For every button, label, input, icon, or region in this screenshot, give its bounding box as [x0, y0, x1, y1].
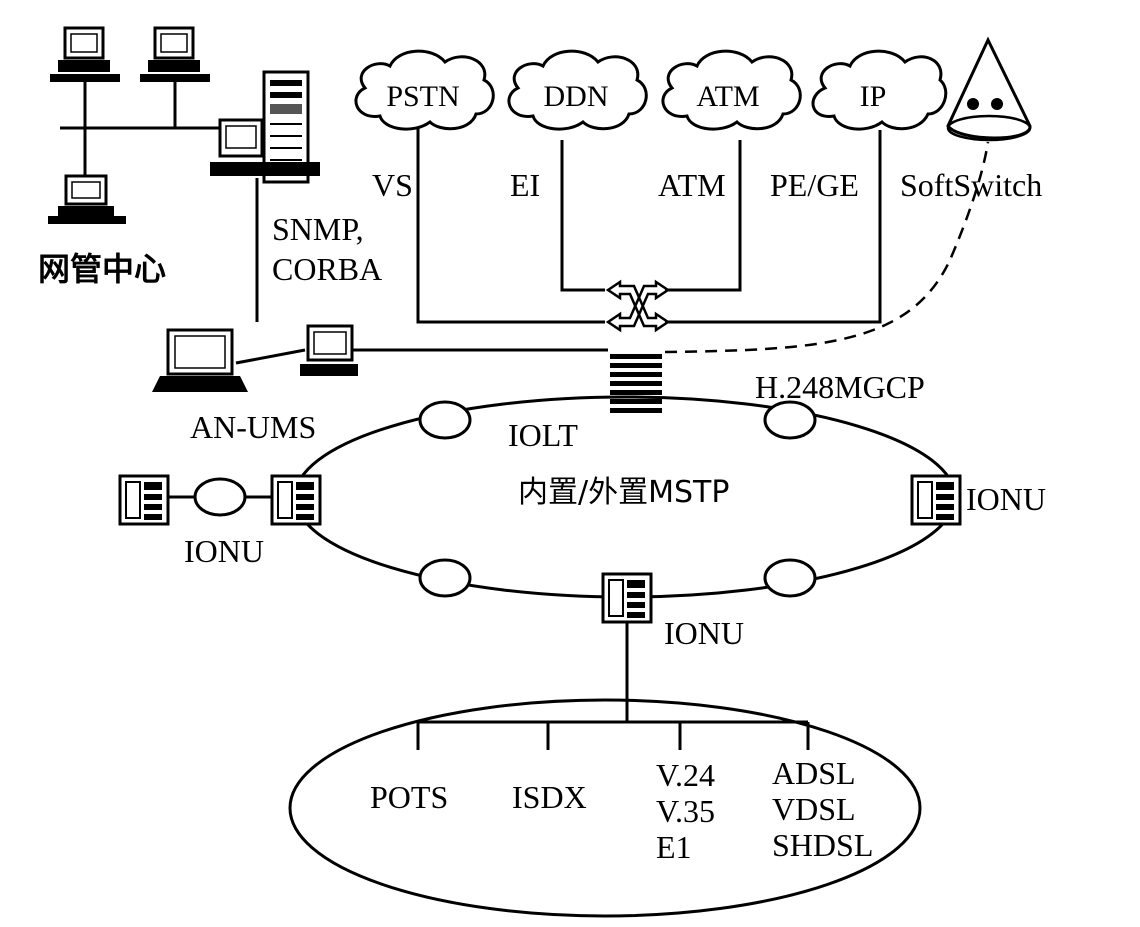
ring-node — [418, 558, 472, 598]
cloud-ip: IP — [811, 49, 948, 131]
service-shdsl-label: SHDSL — [772, 827, 873, 863]
cloud-pstn-label: PSTN — [386, 80, 459, 113]
interface-atm-label: ATM — [658, 167, 726, 203]
ring-node — [763, 400, 817, 440]
ionu-left-label: IONU — [184, 533, 264, 569]
service-v35-label: V.35 — [656, 793, 715, 829]
link-pstn — [416, 128, 605, 324]
service-area — [288, 698, 922, 918]
mstp-ring-label: 内置/外置MSTP — [518, 475, 729, 510]
iolt-label: IOLT — [508, 417, 578, 453]
ring-node — [763, 558, 817, 598]
ionu-bottom-label: IONU — [664, 615, 744, 651]
iolt-icon — [610, 354, 662, 413]
cloud-atm-label: ATM — [696, 80, 759, 113]
computer-icon — [140, 26, 210, 82]
cloud-ip-label: IP — [860, 80, 887, 113]
softswitch-icon — [946, 36, 1032, 142]
service-vdsl-label: VDSL — [772, 791, 856, 827]
protocol-corba-label: CORBA — [272, 251, 382, 287]
service-pots-label: POTS — [370, 779, 448, 815]
ring-node — [193, 477, 247, 517]
link-ddn — [560, 140, 605, 292]
softswitch-signaling-link — [664, 141, 990, 354]
ionu-phone-icon — [910, 474, 962, 526]
ionu-right-label: IONU — [966, 481, 1046, 517]
ionu-phone-icon — [601, 572, 653, 624]
cross-connect-icon — [605, 279, 671, 333]
service-e1-label: E1 — [656, 829, 692, 865]
ring-node — [418, 400, 472, 440]
cloud-atm: ATM — [661, 49, 802, 131]
link-ip — [665, 130, 882, 324]
computer-icon — [210, 118, 320, 176]
cloud-ddn: DDN — [507, 49, 648, 131]
computer-icon — [300, 324, 358, 376]
h248-label: H.248MGCP — [755, 369, 925, 405]
service-adsl-label: ADSL — [772, 755, 856, 791]
computer-icon — [50, 26, 120, 82]
ionu-phone-icon — [270, 474, 322, 526]
service-v24-label: V.24 — [656, 757, 715, 793]
cloud-pstn: PSTN — [354, 49, 495, 131]
ums-lan-link — [235, 348, 306, 365]
protocol-snmp-label: SNMP, — [272, 211, 364, 247]
laptop-icon — [152, 328, 248, 392]
an-ums-label: AN-UMS — [190, 409, 316, 445]
link-atm — [665, 140, 742, 292]
cloud-ddn-label: DDN — [544, 80, 609, 113]
network-mgmt-center: 网管中心 — [38, 26, 320, 288]
ionu-phone-icon — [118, 474, 170, 526]
interface-pege-label: PE/GE — [770, 167, 859, 203]
interface-vs-label: VS — [372, 167, 413, 203]
interface-ei-label: EI — [510, 167, 540, 203]
softswitch-label: SoftSwitch — [900, 167, 1042, 203]
service-isdx-label: ISDX — [512, 779, 587, 815]
computer-icon — [48, 174, 126, 224]
network-mgmt-label: 网管中心 — [38, 250, 166, 288]
